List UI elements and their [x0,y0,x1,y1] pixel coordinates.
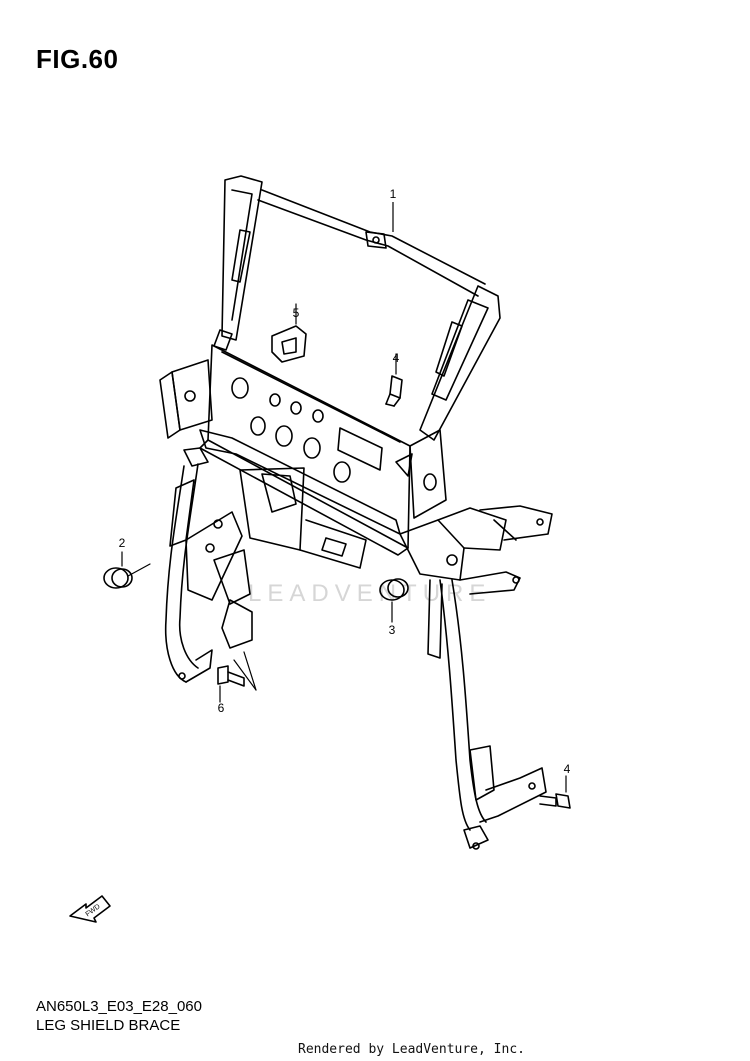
frame-lower-left [164,429,401,683]
fwd-arrow-icon [69,895,111,923]
part-6-bolt [217,651,257,703]
frame-lower-right [399,505,553,850]
rendered-by-credit: Rendered by LeadVenture, Inc. [298,1042,525,1057]
callout-2: 2 [119,536,126,550]
part-4-bolt-upper [385,353,403,407]
frame-center [159,329,447,556]
section-name: LEG SHIELD BRACE [36,1017,181,1034]
callout-1: 1 [390,187,397,201]
part-5-clamp-nut [271,303,307,363]
callout-4-lower: 4 [564,762,571,776]
part-2-grommet [103,551,151,589]
figure-title: FIG.60 [36,44,119,74]
model-code: AN650L3_E03_E28_060 [36,998,202,1015]
frame-upper [221,175,501,441]
callout-6: 6 [218,701,225,715]
callout-3: 3 [389,623,396,637]
watermark-text: LEADVENTURE [248,580,492,607]
callout-4-upper: 4 [393,351,400,365]
part-4-bolt-lower [539,775,571,809]
callout-5: 5 [293,306,300,320]
part-3-grommet [379,578,409,623]
